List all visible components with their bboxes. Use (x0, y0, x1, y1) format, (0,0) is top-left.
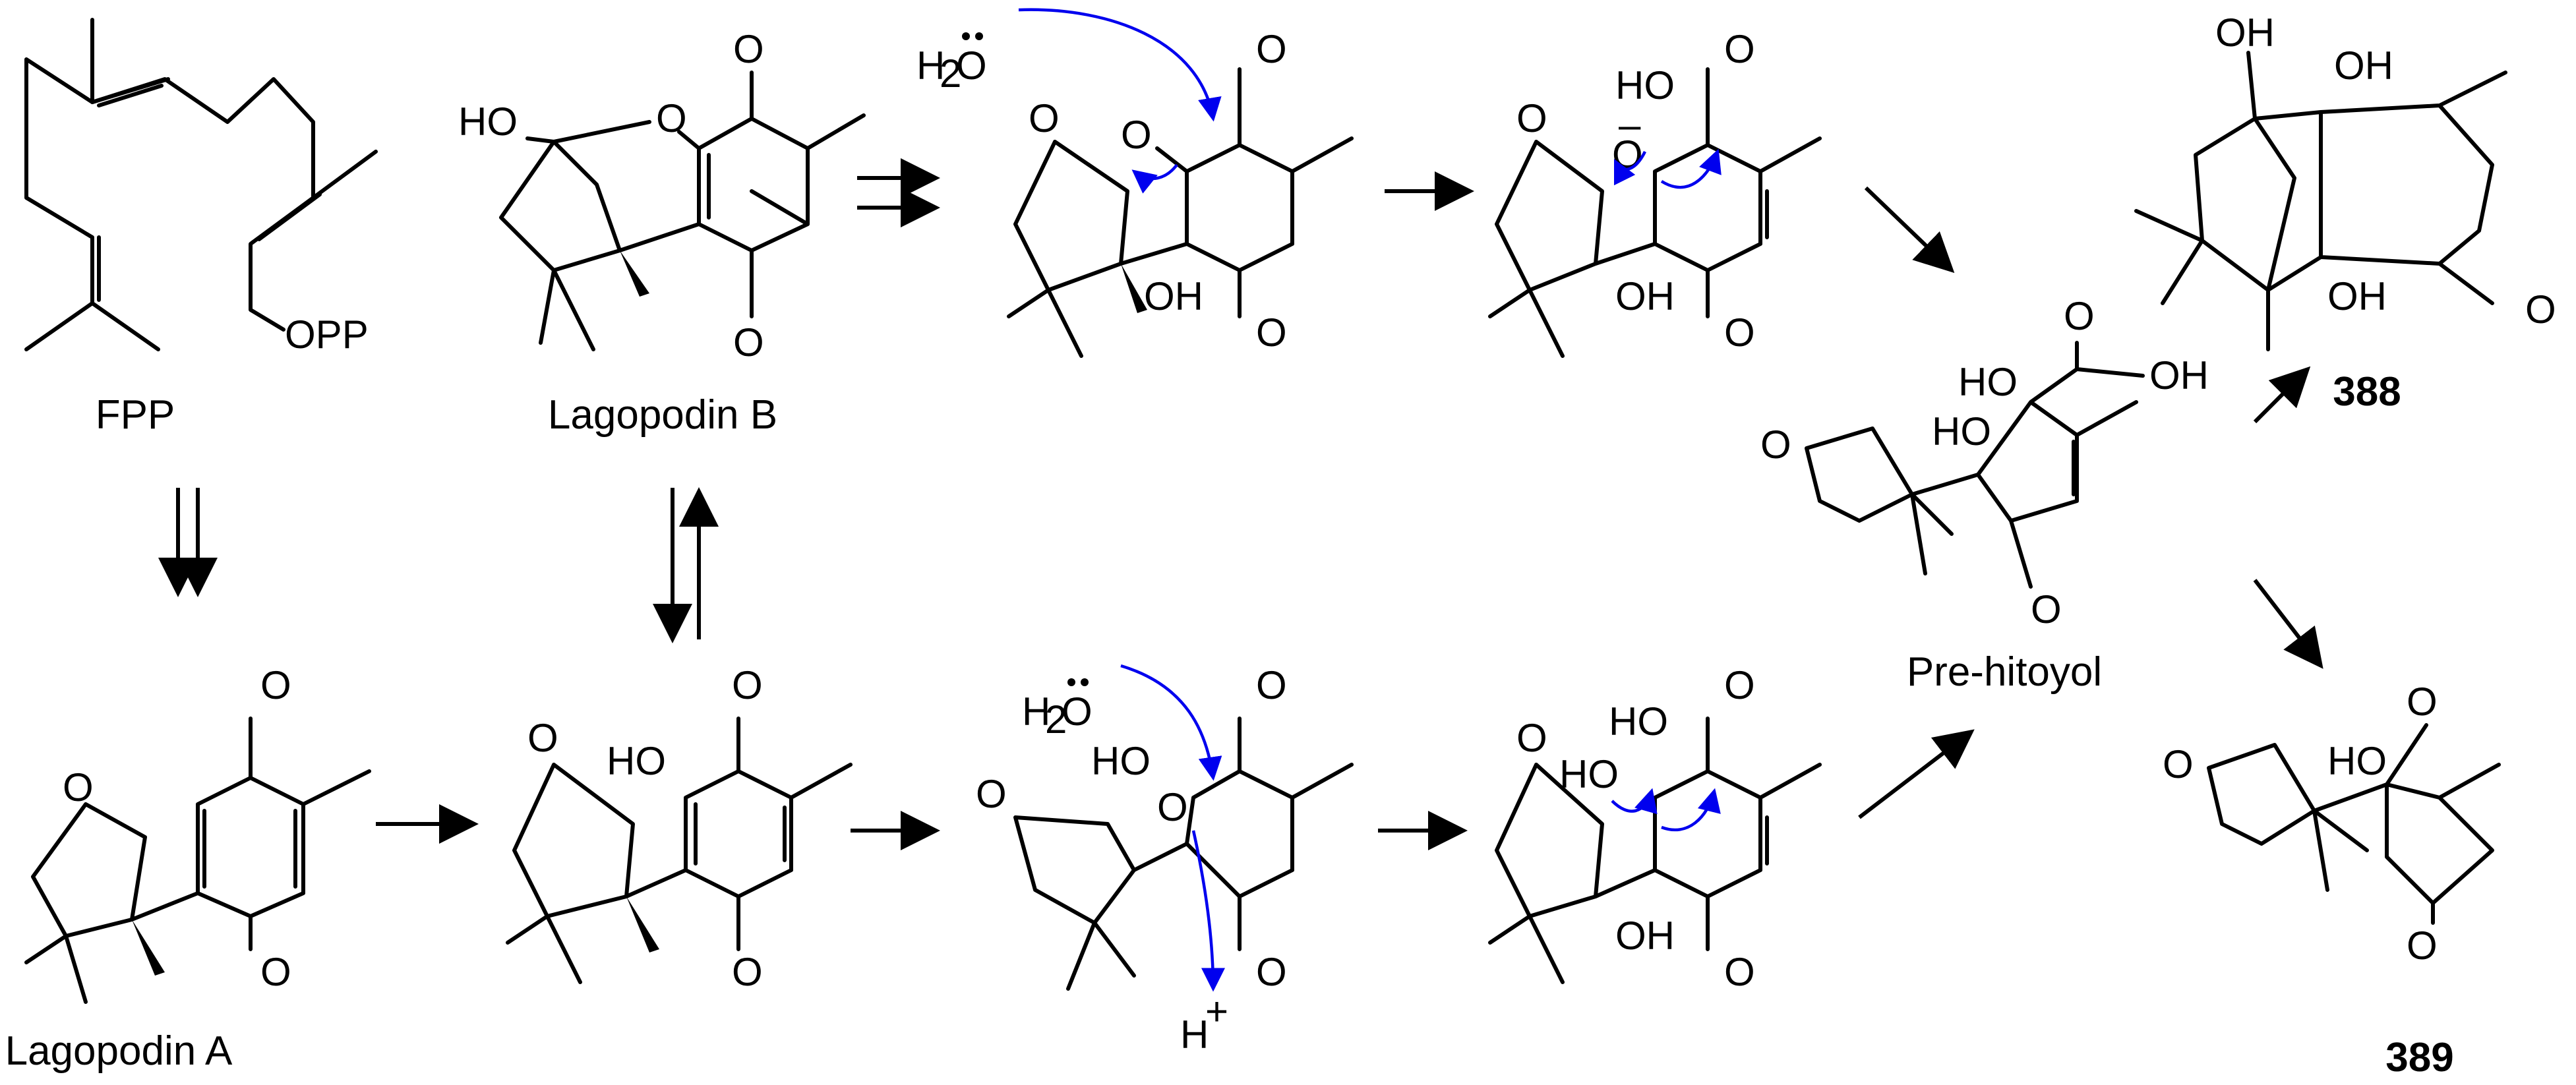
lagopodin-b-structure: HO O O O (458, 27, 866, 365)
ho-label: HO (607, 739, 666, 783)
ho-label: HO (1615, 63, 1675, 107)
o-label: O (2525, 287, 2556, 332)
o-label: O (732, 950, 763, 994)
o-label: O (1724, 27, 1755, 71)
ho-label: HO (458, 100, 518, 144)
ho-label: HO (2327, 739, 2387, 783)
o-label: O (260, 950, 291, 994)
o-label: O (1256, 663, 1287, 707)
oh-label: OH (1144, 274, 1203, 318)
o-label: O (733, 320, 764, 365)
o-label: O (2407, 680, 2438, 724)
compound-388-structure: OH OH OH O (2134, 11, 2556, 351)
plus-charge: + (1205, 989, 1228, 1034)
lagopodin-a-label: Lagopodin A (5, 1028, 233, 1074)
compound-388-label: 388 (2333, 369, 2401, 415)
o-label: O (1121, 113, 1152, 157)
oh-label: OH (2149, 353, 2209, 397)
reaction-arrows (158, 158, 2323, 850)
ho-label: HO (1932, 409, 1991, 454)
ho-label: HO (1609, 699, 1668, 744)
o-label: O (2031, 587, 2062, 631)
o-label: O (1516, 96, 1547, 140)
o-label: O (1760, 423, 1791, 467)
o-label: O (63, 765, 94, 809)
minus-charge: – (1619, 103, 1641, 147)
o-label: O (1516, 716, 1547, 760)
oh-label: OH (2334, 44, 2393, 88)
o-label: O (733, 27, 764, 71)
h2o-label: O (1062, 689, 1093, 734)
o-label: O (2064, 294, 2095, 338)
o-label: O (1724, 310, 1755, 355)
ho-label: HO (1091, 739, 1151, 783)
compound-389-structure: O HO O O (2163, 680, 2501, 968)
o-label: O (527, 716, 558, 760)
lagopodin-b-label: Lagopodin B (548, 392, 777, 438)
o-label: O (1724, 950, 1755, 994)
alkoxide-intermediate: O HO O – O O OH (1488, 27, 1822, 358)
o-label: O (260, 663, 291, 707)
epoxide-intermediate: H 2 O O HO O O O H + (976, 663, 1354, 1057)
o-label: O (2407, 924, 2438, 968)
gem-diol-intermediate: O HO HO O O OH (1488, 663, 1822, 994)
o-label: O (732, 663, 763, 707)
oh-label: OH (1615, 274, 1675, 318)
o-label: O (2163, 742, 2194, 786)
pre-hitoyol-structure: O HO HO O OH O (1760, 294, 2209, 631)
o-label: O (976, 772, 1007, 816)
o-label: O (1724, 663, 1755, 707)
fpp-label: FPP (96, 392, 175, 438)
pre-hitoyol-label: Pre-hitoyol (1907, 649, 2102, 695)
oh-label: OH (1615, 914, 1675, 958)
ho-label: HO (1559, 752, 1619, 796)
h2o-label: O (956, 44, 987, 88)
ho-label: HO (1958, 360, 2018, 404)
compound-389-label: 389 (2385, 1035, 2453, 1080)
o-label: O (1256, 27, 1287, 71)
h2o-subscript: 2 (940, 51, 961, 96)
o-label: O (1256, 310, 1287, 355)
h2o-subscript: 2 (1045, 697, 1067, 742)
h2o-label: H (1022, 689, 1050, 734)
h2o-label: H (916, 44, 945, 88)
fpp-structure: OPP (24, 18, 378, 357)
hydration-intermediate-top: H 2 O O O O O OH (916, 8, 1354, 358)
lagopodin-a-structure: O O O (24, 663, 371, 1004)
o-label: O (1029, 96, 1060, 140)
hydroxyquinone-structure: O HO O O (506, 663, 853, 994)
o-label: O (1256, 950, 1287, 994)
opp-label: OPP (285, 312, 369, 357)
h-label: H (1180, 1012, 1209, 1057)
oh-label: OH (2215, 11, 2275, 55)
oh-label: OH (2327, 274, 2387, 318)
o-label: O (1157, 785, 1188, 829)
